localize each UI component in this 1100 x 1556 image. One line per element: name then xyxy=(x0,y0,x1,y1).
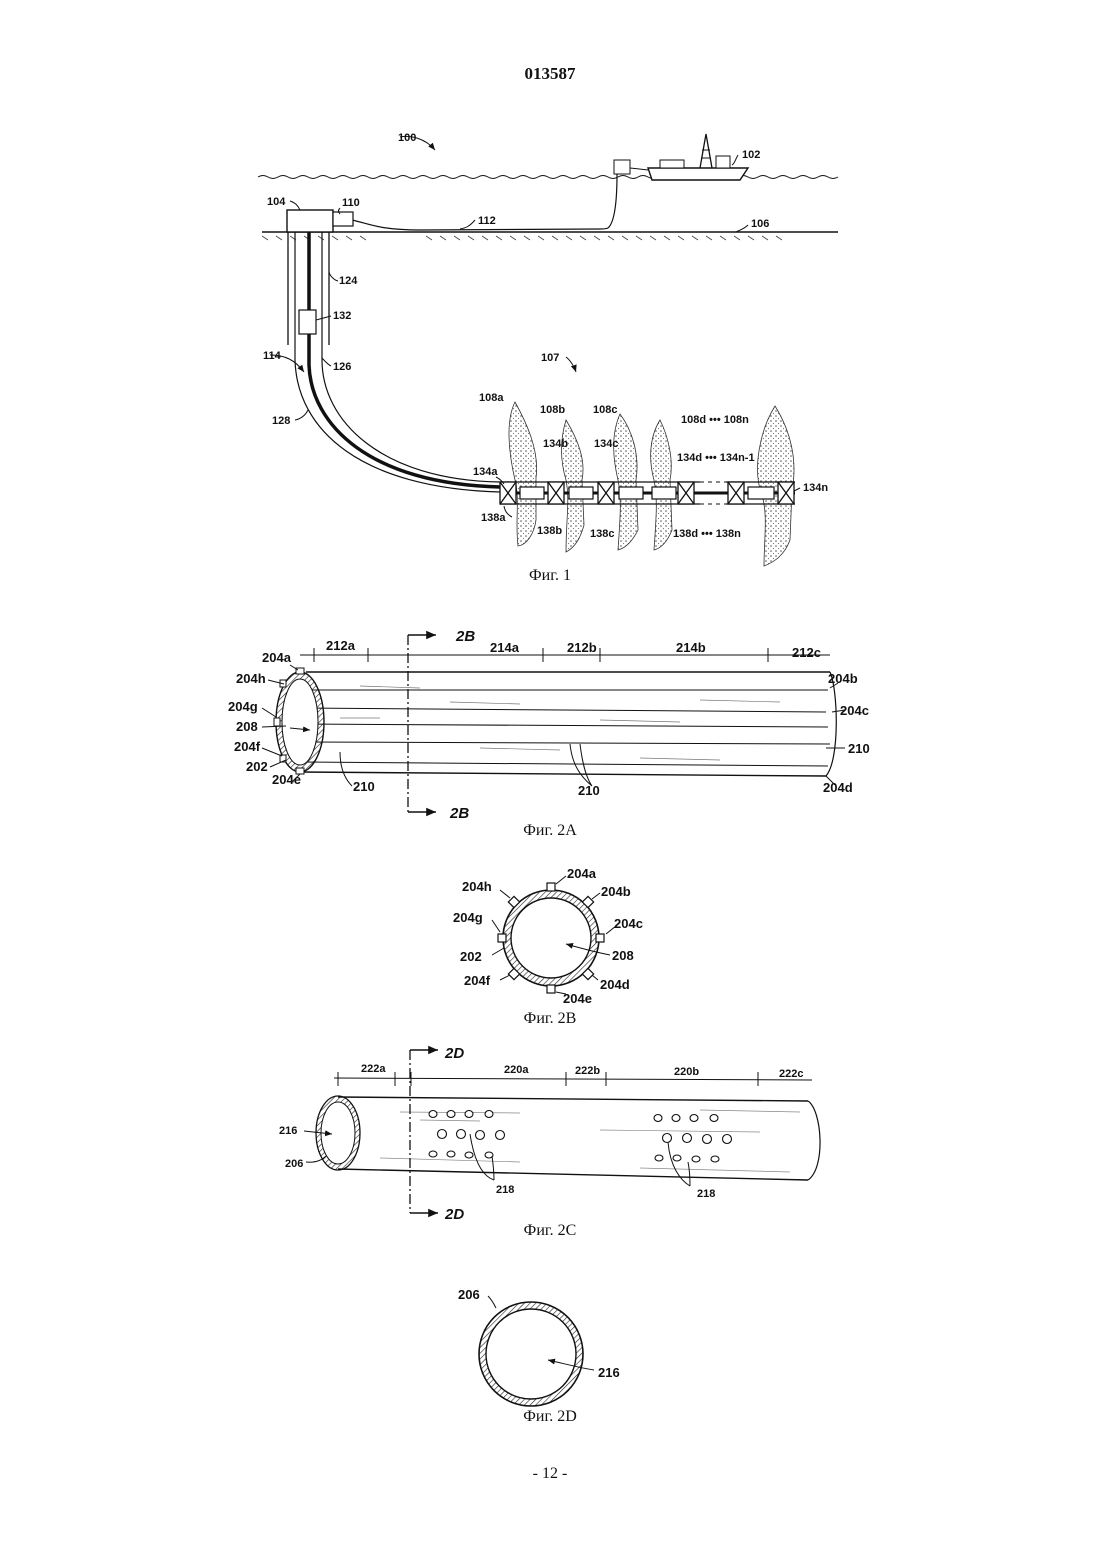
label-138a: 138a xyxy=(481,512,506,524)
label-108a: 108a xyxy=(479,392,504,404)
label-204c: 204c xyxy=(840,703,869,718)
label-2b-204h: 204h xyxy=(462,879,492,894)
label-134b: 134b xyxy=(543,438,568,450)
label-102: 102 xyxy=(742,149,760,161)
label-104: 104 xyxy=(267,196,286,208)
label-218-right: 218 xyxy=(697,1188,715,1200)
label-204f: 204f xyxy=(234,739,261,754)
label-208: 208 xyxy=(236,719,258,734)
label-107: 107 xyxy=(541,352,559,364)
label-108d-108n: 108d ••• 108n xyxy=(681,414,749,426)
label-204g: 204g xyxy=(228,699,258,714)
label-106: 106 xyxy=(751,218,769,230)
dim-212c: 212c xyxy=(792,645,821,660)
label-126: 126 xyxy=(333,361,351,373)
label-128: 128 xyxy=(272,415,290,427)
seafloor-texture xyxy=(262,236,782,240)
dim-222a: 222a xyxy=(361,1063,386,1075)
label-204e: 204e xyxy=(272,772,301,787)
label-204h: 204h xyxy=(236,671,266,686)
label-2d-216: 216 xyxy=(598,1365,620,1380)
label-2b-204b: 204b xyxy=(601,884,631,899)
label-138b: 138b xyxy=(537,525,562,537)
label-2b-204d: 204d xyxy=(600,977,630,992)
label-134c: 134c xyxy=(594,438,618,450)
caption-fig2d: Фиг. 2D xyxy=(0,1408,1100,1426)
label-2b-204e: 204e xyxy=(563,991,592,1006)
label-134d-134n1: 134d ••• 134n-1 xyxy=(677,452,755,464)
dim-212b: 212b xyxy=(567,640,597,655)
sea-surface xyxy=(258,176,838,179)
label-124: 124 xyxy=(339,275,358,287)
zone-108d xyxy=(651,420,672,550)
label-134a: 134a xyxy=(473,466,498,478)
label-204a: 204a xyxy=(262,650,292,665)
label-108c: 108c xyxy=(593,404,617,416)
figure-2d xyxy=(479,1296,594,1406)
label-2b-204a: 204a xyxy=(567,866,597,881)
page-number: - 12 - xyxy=(0,1465,1100,1483)
dim-214a: 214a xyxy=(490,640,520,655)
caption-fig2c: Фиг. 2C xyxy=(0,1222,1100,1240)
caption-fig2a: Фиг. 2A xyxy=(0,822,1100,840)
dim-212a: 212a xyxy=(326,638,356,653)
label-132: 132 xyxy=(333,310,351,322)
label-2d-206: 206 xyxy=(458,1287,480,1302)
figure-2a xyxy=(262,635,845,812)
label-210-mid: 210 xyxy=(578,783,600,798)
label-138c: 138c xyxy=(590,528,614,540)
dim-220b: 220b xyxy=(674,1066,699,1078)
label-210-right: 210 xyxy=(848,741,870,756)
section-label-2d-top: 2D xyxy=(444,1045,464,1062)
label-210-left: 210 xyxy=(353,779,375,794)
figure-2b xyxy=(492,876,616,994)
label-100: 100 xyxy=(398,132,416,144)
section-label-2d-bottom: 2D xyxy=(444,1206,464,1223)
label-204d: 204d xyxy=(823,780,853,795)
label-204b: 204b xyxy=(828,671,858,686)
label-2b-208: 208 xyxy=(612,948,634,963)
caption-fig1: Фиг. 1 xyxy=(0,567,1100,585)
zone-108a xyxy=(509,402,537,546)
label-114: 114 xyxy=(263,350,282,362)
dim-220a: 220a xyxy=(504,1064,529,1076)
caption-fig2b: Фиг. 2B xyxy=(0,1010,1100,1028)
vessel-icon xyxy=(614,134,748,180)
label-2b-204g: 204g xyxy=(453,910,483,925)
label-134n: 134n xyxy=(803,482,828,494)
label-202: 202 xyxy=(246,759,268,774)
label-2b-202: 202 xyxy=(460,949,482,964)
label-218-left: 218 xyxy=(496,1184,514,1196)
dim-222c: 222c xyxy=(779,1068,803,1080)
label-2b-204f: 204f xyxy=(464,973,491,988)
label-206: 206 xyxy=(285,1158,303,1170)
section-label-2b-bottom: 2B xyxy=(449,805,469,822)
label-108b: 108b xyxy=(540,404,565,416)
label-138d-138n: 138d ••• 138n xyxy=(673,528,741,540)
section-label-2b-top: 2B xyxy=(455,628,475,645)
dim-222b: 222b xyxy=(575,1065,600,1077)
label-216: 216 xyxy=(279,1125,297,1137)
label-112: 112 xyxy=(478,215,496,227)
dim-214b: 214b xyxy=(676,640,706,655)
label-2b-204c: 204c xyxy=(614,916,643,931)
label-110: 110 xyxy=(342,197,360,209)
